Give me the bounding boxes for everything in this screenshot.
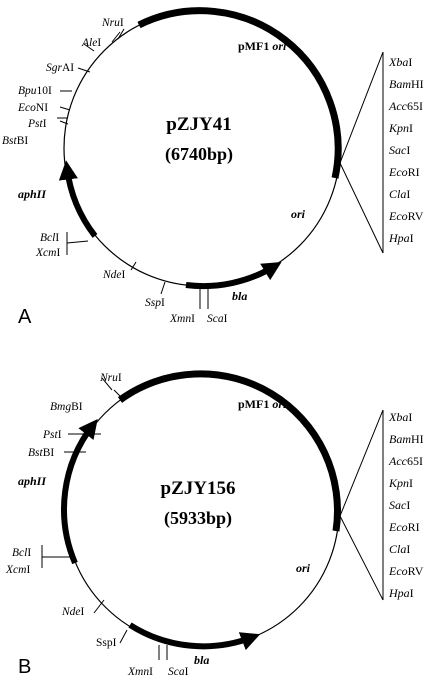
svg-text:KpnI: KpnI (388, 121, 413, 135)
pmf1-ori-arc-a (137, 7, 342, 179)
site-label-alei-a: AleI (81, 37, 101, 49)
bla-arc-b (128, 622, 261, 651)
ori-label-b: ori (296, 561, 311, 575)
site-label-bpu10i-a: Bpu10I (18, 85, 52, 97)
svg-text:XbaI: XbaI (388, 410, 412, 424)
bla-arc-a (185, 262, 282, 290)
site-label-ndei-a: NdeI (102, 269, 126, 281)
svg-text:EcoRI: EcoRI (388, 520, 420, 534)
site-label-psti-b: PstI (42, 429, 62, 441)
panel-label-b: B (18, 656, 31, 678)
site-ticks-a (57, 28, 209, 309)
site-label-bstbi-b: BstBI (28, 447, 54, 459)
svg-text:SacI: SacI (389, 143, 410, 157)
site-label-xcmi-a: XcmI (35, 247, 60, 259)
plasmid-size-a: (6740bp) (165, 144, 233, 165)
ori-label-a: ori (291, 207, 306, 221)
svg-text:HpaI: HpaI (388, 586, 414, 600)
svg-text:BamHI: BamHI (389, 77, 424, 91)
pmf1-ori-label-a: pMF1 ori (238, 39, 287, 53)
aphii-arc-a (58, 160, 98, 238)
aphii-arc-b (61, 418, 98, 565)
site-label-xmni-b: XmnI (127, 666, 153, 678)
svg-text:EcoRI: EcoRI (388, 165, 420, 179)
site-label-ndei-b: NdeI (61, 606, 85, 618)
plasmid-size-b: (5933bp) (164, 508, 232, 529)
svg-text:XbaI: XbaI (388, 55, 412, 69)
svg-text:EcoRV: EcoRV (388, 564, 424, 578)
aphii-label-a: aphII (18, 187, 47, 201)
mcs-fan-a (339, 51, 384, 254)
site-label-sgrai-a: SgrAI (46, 62, 74, 74)
svg-text:Acc65I: Acc65I (388, 99, 423, 113)
site-label-sspi-b: SspI (96, 637, 117, 649)
site-label-bstbi-a: BstBI (2, 135, 28, 147)
aphii-label-b: aphII (18, 474, 47, 488)
svg-text:ClaI: ClaI (389, 542, 410, 556)
site-label-nrui-a: NruI (101, 17, 124, 29)
bla-label-a: bla (232, 289, 247, 303)
site-label-scai-b: ScaI (168, 666, 189, 678)
site-label-psti-a: PstI (27, 118, 47, 130)
svg-text:KpnI: KpnI (388, 476, 413, 490)
svg-text:Acc65I: Acc65I (388, 454, 423, 468)
mcs-fan-b (339, 409, 384, 601)
mcs-list-a: XbaI BamHI Acc65I KpnI SacI EcoRI ClaI E… (388, 55, 424, 245)
site-label-bcli-a: BclI (40, 232, 59, 244)
panel-label-a: A (18, 306, 32, 328)
svg-text:EcoRV: EcoRV (388, 209, 424, 223)
svg-text:SacI: SacI (389, 498, 410, 512)
pmf1-ori-label-b: pMF1 ori (238, 397, 287, 411)
pmf1-ori-arc-b (117, 370, 341, 532)
site-label-econi-a: EcoNI (17, 102, 48, 114)
panel-a: NruI AleI SgrAI Bpu10I EcoNI PstI BstBI … (2, 7, 424, 328)
site-label-xmni-a: XmnI (169, 313, 195, 325)
panel-b: NruI BmgBI PstI BstBI BclI XcmI NdeI Ssp… (5, 370, 424, 678)
site-label-bmgbi-b: BmgBI (50, 401, 83, 413)
plasmid-name-b: pZJY156 (161, 478, 236, 499)
svg-text:ClaI: ClaI (389, 187, 410, 201)
svg-text:HpaI: HpaI (388, 231, 414, 245)
bla-label-b: bla (194, 653, 209, 667)
site-label-xcmi-b: XcmI (5, 564, 30, 576)
site-label-sspi-a: SspI (145, 297, 165, 309)
svg-text:BamHI: BamHI (389, 432, 424, 446)
plasmid-name-a: pZJY41 (166, 114, 231, 135)
site-ticks-b (41, 377, 168, 660)
site-label-nrui-b: NruI (99, 372, 122, 384)
site-label-bcli-b: BclI (12, 547, 31, 559)
mcs-list-b: XbaI BamHI Acc65I KpnI SacI EcoRI ClaI E… (388, 410, 424, 600)
site-label-scai-a: ScaI (207, 313, 228, 325)
